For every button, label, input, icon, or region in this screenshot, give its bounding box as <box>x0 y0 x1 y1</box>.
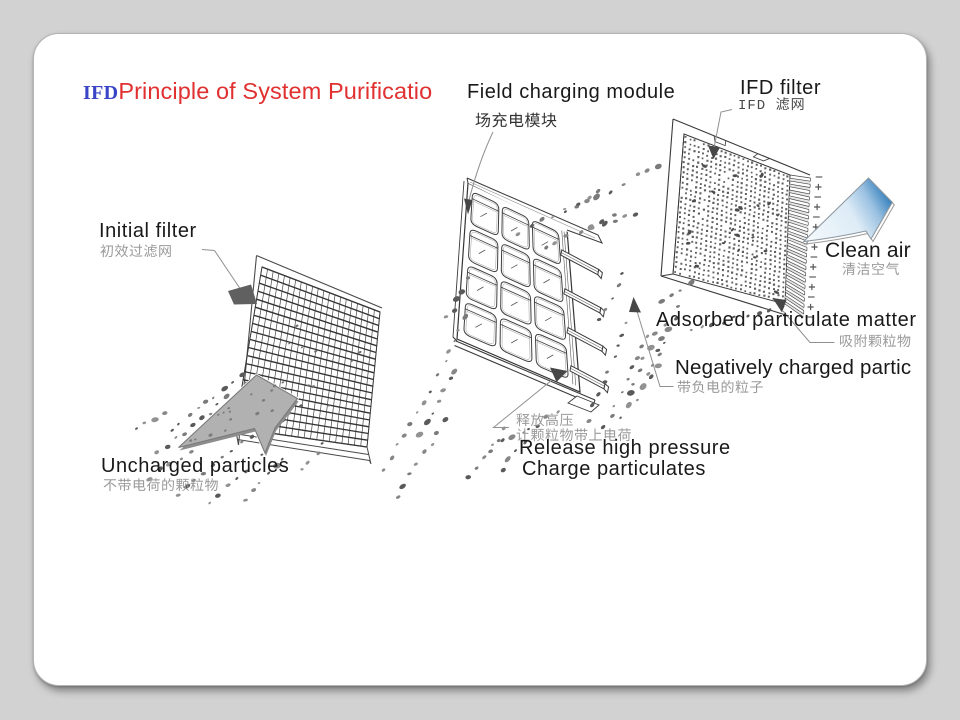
presentation-slide: IFDPrinciple of System Purificatio Field… <box>33 33 927 686</box>
label-charge-particulates: Charge particulates <box>522 458 706 480</box>
slide-title: IFDPrinciple of System Purificatio <box>83 78 432 105</box>
label-negatively-charged-particles-zh: 带负电的粒子 <box>677 377 764 397</box>
label-adsorbed-particulate-matter-zh: 吸附颗粒物 <box>839 331 912 351</box>
label-uncharged-particles: Uncharged particles <box>101 455 290 477</box>
label-field-charging-module-zh: 场充电模块 <box>475 107 558 131</box>
label-negatively-charged-particles: Negatively charged partic <box>675 356 912 379</box>
title-prefix-ifd: IFD <box>83 82 119 104</box>
label-uncharged-particles-zh: 不带电荷的颗粒物 <box>103 475 219 495</box>
uncharged-flow-arrow <box>177 373 299 456</box>
charge-polarity-column <box>806 176 823 318</box>
label-clean-air: Clean air <box>825 239 911 262</box>
label-initial-filter-zh: 初效过滤网 <box>100 241 173 261</box>
ifd-filter-illustration <box>660 118 811 318</box>
diagram-canvas <box>135 109 895 505</box>
label-adsorbed-particulate-matter: Adsorbed particulate matter <box>656 309 917 331</box>
field-charging-module-illustration <box>452 177 610 413</box>
label-release-high-pressure-zh1: 释放高压 <box>516 410 574 430</box>
label-ifd-filter: IFD filter <box>740 77 822 99</box>
label-release-high-pressure-zh2: 让颗粒物带上电荷 <box>516 425 632 445</box>
title-text: Principle of System Purificatio <box>118 78 433 104</box>
label-initial-filter: Initial filter <box>99 220 197 242</box>
leader-lines <box>201 109 835 428</box>
label-field-charging-module: Field charging module <box>467 81 676 103</box>
label-clean-air-zh: 清洁空气 <box>842 259 900 279</box>
label-ifd-filter-zh: IFD 滤网 <box>738 98 806 114</box>
clean-air-arrow <box>802 177 895 245</box>
particle-dots <box>135 163 785 505</box>
label-release-high-pressure: Release high pressure <box>519 437 731 459</box>
